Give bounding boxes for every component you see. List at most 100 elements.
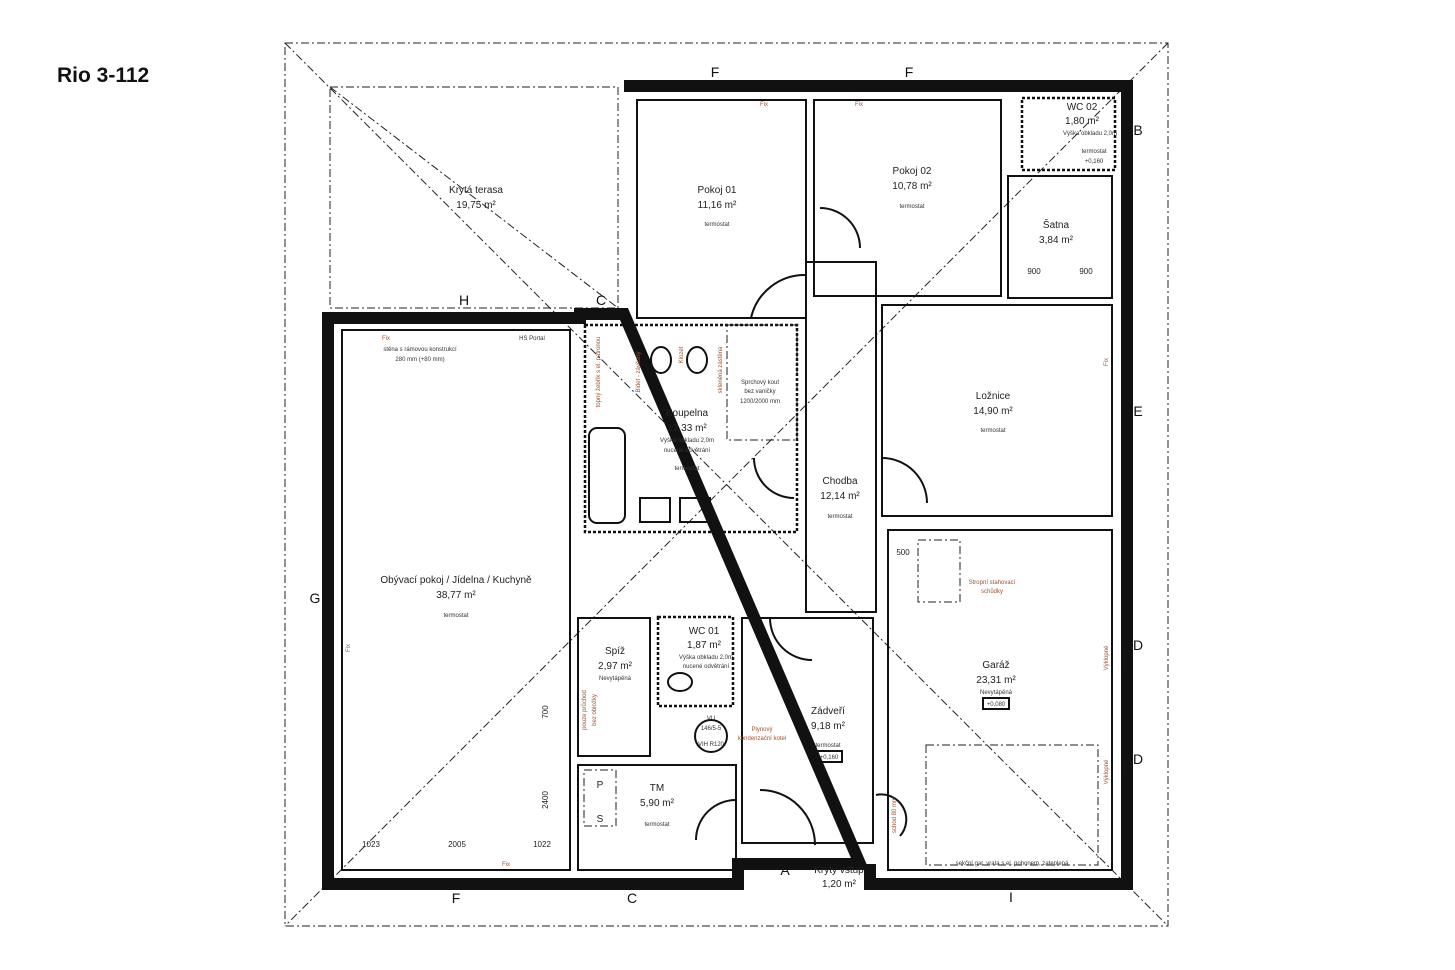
rooms-obyvaci-dim3-label: 1022 [533, 840, 551, 849]
window_marks-h-label: H [459, 292, 469, 308]
window_marks-g-label: G [310, 590, 321, 606]
rooms-obyvaci-hs-label: HS Portal [519, 336, 545, 342]
labels: Krytá terasa 19,75 m² Pokoj 01 11,16 m² … [346, 102, 1117, 890]
toilet-icon [667, 672, 693, 692]
rooms-satna-dim1-label: 900 [1027, 267, 1041, 276]
room-pokoj02 [813, 99, 1002, 297]
rooms-garaz-win2-label: Výklopné [1104, 759, 1110, 784]
rooms-pokoj02-name-label: Pokoj 02 [893, 166, 932, 177]
rooms-obyvaci-fix1-label: Fix [382, 336, 390, 342]
rooms-tm-area-label: 5,90 m² [640, 798, 675, 809]
rooms-koupelna-sprcha3-label: 1200/2000 mm [740, 399, 780, 405]
rooms-wc01-note2-label: nucené odvětrání [683, 664, 730, 670]
window-marks: F F B E D D I A C F G H C Fix Fix Fix [310, 64, 1144, 906]
rooms-koupelna-name-label: Koupelna [666, 408, 709, 419]
rooms-satna-name-label: Šatna [1043, 218, 1070, 231]
rooms-satna-area-label: 3,84 m² [1039, 235, 1074, 246]
rooms-zadveri-level-label: +0,160 [820, 755, 839, 761]
toilet-icon [686, 346, 708, 374]
window_marks-f1-label: F [711, 64, 720, 80]
rooms-pokoj01-area-label: 11,16 m² [698, 200, 737, 211]
rooms-obyvaci-pass1-label: pouze průchod [581, 690, 588, 730]
rooms-loznice-area-label: 14,90 m² [973, 406, 1013, 417]
rooms-terasa-area-label: 19,75 m² [456, 200, 496, 211]
rooms-pokoj01-name-label: Pokoj 01 [698, 185, 737, 196]
rooms-loznice-note-label: termostat [980, 428, 1005, 434]
rooms-obyvaci-wall2-label: 280 mm (+80 mm) [395, 357, 444, 363]
rooms-wc02-level-label: +0,160 [1085, 159, 1104, 165]
rooms-koupelna-sklo-label: skleněná zástěna [718, 346, 724, 393]
rooms-zadveri-name-label: Zádveří [811, 706, 845, 717]
room-wc01 [656, 615, 735, 708]
attic-stairs [917, 539, 961, 603]
window_marks-d2-label: D [1133, 751, 1143, 767]
rooms-tm-vu2-label: 146/5-5 [701, 726, 722, 732]
room-zadveri [741, 617, 874, 844]
terrace-outline [329, 86, 619, 309]
washer-dryer [583, 769, 617, 827]
rooms-obyvaci-note-label: termostat [443, 613, 468, 619]
window_marks-c2-label: C [596, 292, 606, 308]
rooms-zadveri-note-label: termostat [815, 743, 840, 749]
door-icon [759, 789, 816, 846]
door-icon [875, 793, 908, 837]
rooms-tm-name-label: TM [650, 783, 664, 794]
window_marks-a-label: A [780, 862, 790, 878]
rooms-chodba-note-label: termostat [827, 514, 852, 520]
rooms-tm-vu1-label: VU [707, 716, 715, 722]
rooms-wc02-name-label: WC 02 [1067, 102, 1098, 113]
rooms-obyvaci-name-label: Obývací pokoj / Jídelna / Kuchyně [380, 575, 532, 586]
door-icon [750, 273, 807, 319]
rooms-vstup-name-label: Krytý vstup [814, 865, 864, 876]
rooms-satna-dim2-label: 900 [1079, 267, 1093, 276]
rooms-garaz-area-label: 23,31 m² [976, 675, 1016, 686]
rooms-pokoj02-area-label: 10,78 m² [892, 181, 932, 192]
boiler-icon [694, 719, 728, 753]
rooms-obyvaci-wall1-label: stěna s rámovou konstrukcí [383, 347, 457, 353]
rooms-koupelna-note3-label: termostat [674, 466, 699, 472]
window_marks-fix_l-label: Fix [1104, 358, 1110, 366]
rooms-obyvaci-dim4-label: 700 [541, 705, 550, 719]
rooms-garaz-step-label: schod 80 mm [892, 797, 898, 833]
window_marks-f3-label: F [452, 890, 461, 906]
rooms-obyvaci-fix2-label: Fix [346, 644, 352, 652]
car-outline [925, 744, 1099, 866]
door-icon [753, 457, 795, 499]
rooms-koupelna-area-label: 12,33 m² [667, 423, 707, 434]
rooms-pokoj02-note-label: termostat [899, 204, 924, 210]
rooms-tm-kotel1-label: Plynový [751, 727, 772, 733]
rooms-tm-s-label: S [597, 814, 604, 825]
rooms-wc01-note1-label: Výška obkladu 2,0m [679, 655, 733, 661]
rooms-wc01-name-label: WC 01 [689, 626, 720, 637]
bathtub-icon [588, 427, 626, 524]
door-icon [769, 617, 813, 661]
rooms-koupelna-sprcha2-label: bez vaničky [744, 389, 775, 395]
room-garaz [887, 529, 1113, 871]
room-wc02 [1020, 96, 1117, 172]
rooms-obyvaci-fix3-label: Fix [502, 862, 510, 868]
rooms-koupelna-sprcha1-label: Sprchový kout [741, 380, 779, 386]
rooms-spiz-note-label: Nevytápěná [599, 676, 632, 682]
sink-icon [639, 497, 671, 523]
rooms-wc02-note1-label: Výška obkladu 2,0m [1063, 131, 1117, 137]
shower [726, 324, 798, 441]
room-tm [577, 764, 737, 871]
rooms-tm-kotel2-label: kondenzační kotel [738, 736, 786, 742]
outer-wall [322, 80, 1133, 890]
rooms-loznice-name-label: Ložnice [976, 391, 1011, 402]
window_marks-fix_p2-label: Fix [855, 102, 863, 108]
rooms-koupelna-radiator-label: topný žebřík s el. patronou [596, 337, 602, 408]
sink-icon [679, 497, 711, 523]
window_marks-d1-label: D [1133, 637, 1143, 653]
door-icon [695, 799, 737, 841]
rooms-terasa-name-label: Krytá terasa [449, 185, 503, 196]
rooms-wc01-area-label: 1,87 m² [687, 640, 722, 651]
bidet-icon [650, 346, 672, 374]
rooms-obyvaci-dim2-label: 2005 [448, 840, 466, 849]
rooms-garaz-gate-label: sekční gar. vrata s el. pohonem, zateple… [956, 861, 1069, 867]
door-icon [819, 207, 861, 249]
door-icon [881, 457, 928, 504]
rooms-garaz-stairs1-label: Stropní stahovací [969, 580, 1016, 586]
window_marks-f2-label: F [905, 64, 914, 80]
